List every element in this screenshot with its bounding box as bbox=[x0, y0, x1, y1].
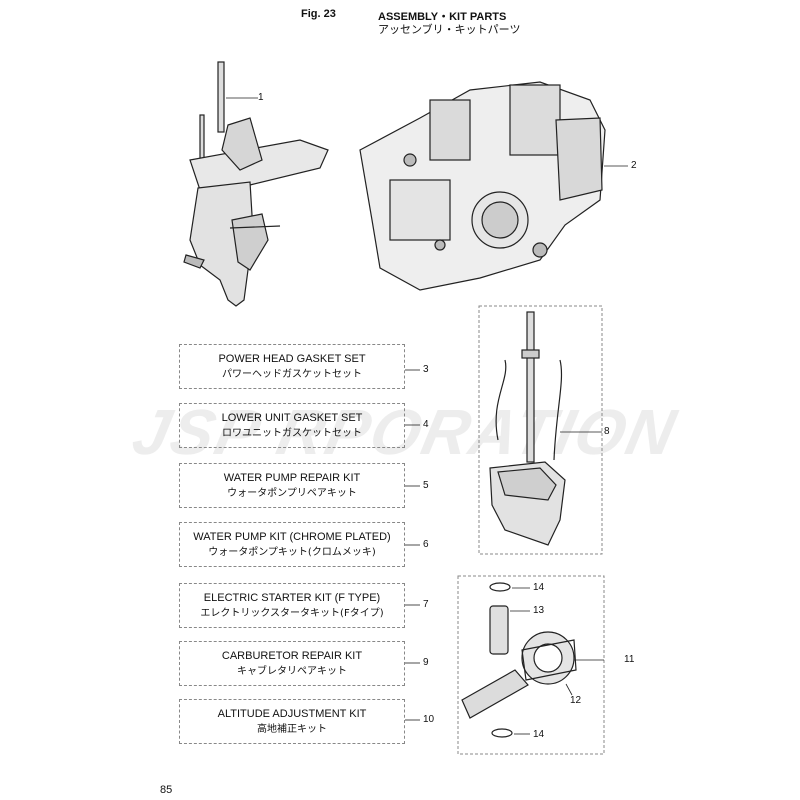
page-number: 85 bbox=[160, 784, 173, 796]
kit-name-en: POWER HEAD GASKET SET bbox=[218, 353, 366, 365]
kit-box-altitude-adjustment: ALTITUDE ADJUSTMENT KIT 高地補正キット bbox=[179, 699, 405, 744]
ref-number: 6 bbox=[423, 539, 429, 550]
callout-13: 13 bbox=[533, 605, 545, 616]
kit-box-water-pump-chrome: WATER PUMP KIT (CHROME PLATED) ウォータポンプキッ… bbox=[179, 522, 405, 567]
kit-box-electric-starter: ELECTRIC STARTER KIT (F TYPE) エレクトリックスター… bbox=[179, 583, 405, 628]
callout-8: 8 bbox=[604, 426, 610, 437]
callout-2: 2 bbox=[631, 160, 637, 171]
kit-name-jp: ウォータポンプキット(クロムメッキ) bbox=[208, 547, 376, 558]
leader-lines-11 bbox=[510, 587, 604, 735]
kit-8-outline bbox=[478, 305, 603, 555]
kit-11-outline bbox=[457, 575, 605, 755]
figure-label: Fig. 23 bbox=[301, 8, 336, 20]
callout-14-top: 14 bbox=[533, 582, 545, 593]
callout-11: 11 bbox=[624, 654, 635, 665]
kit-box-power-head-gasket: POWER HEAD GASKET SET パワーヘッドガスケットセット bbox=[179, 344, 405, 389]
kit-box-lower-unit-gasket: LOWER UNIT GASKET SET ロワユニットガスケットセット bbox=[179, 403, 405, 448]
ref-number: 9 bbox=[423, 657, 429, 668]
kit-name-en: WATER PUMP REPAIR KIT bbox=[223, 472, 361, 484]
lower-unit-drawing bbox=[183, 61, 329, 307]
power-head-drawing bbox=[359, 81, 606, 291]
kit-box-water-pump-repair: WATER PUMP REPAIR KIT ウォータポンプリペアキット bbox=[179, 463, 405, 508]
callout-12: 12 bbox=[570, 695, 582, 706]
kit-box-carburetor-repair: CARBURETOR REPAIR KIT キャブレタリペアキット bbox=[179, 641, 405, 686]
ref-number: 5 bbox=[423, 480, 429, 491]
kit-name-jp: 高地補正キット bbox=[257, 724, 327, 735]
kit-name-en: ELECTRIC STARTER KIT (F TYPE) bbox=[203, 592, 381, 604]
callout-1: 1 bbox=[258, 92, 264, 103]
callout-14-bottom: 14 bbox=[533, 729, 545, 740]
ref-number: 10 bbox=[423, 714, 435, 725]
kit-name-en: WATER PUMP KIT (CHROME PLATED) bbox=[193, 531, 391, 543]
ref-number: 3 bbox=[423, 364, 429, 375]
kit-name-jp: キャブレタリペアキット bbox=[237, 666, 347, 677]
kit-name-jp: パワーヘッドガスケットセット bbox=[222, 369, 362, 380]
starter-kit-drawing bbox=[461, 582, 577, 738]
kit-name-jp: エレクトリックスタータキット(Fタイプ) bbox=[200, 608, 384, 619]
ref-number: 4 bbox=[423, 419, 429, 430]
ref-number: 7 bbox=[423, 599, 429, 610]
kit-name-en: CARBURETOR REPAIR KIT bbox=[221, 650, 363, 662]
kit-leader-lines bbox=[405, 369, 420, 721]
kit-name-jp: ロワユニットガスケットセット bbox=[222, 428, 362, 439]
water-pump-kit-drawing bbox=[489, 311, 566, 546]
page-title-english: ASSEMBLY・KIT PARTS bbox=[378, 11, 507, 23]
page-title-japanese: アッセンブリ・キットパーツ bbox=[378, 23, 521, 36]
kit-name-en: LOWER UNIT GASKET SET bbox=[221, 412, 363, 424]
kit-name-jp: ウォータポンプリペアキット bbox=[227, 488, 357, 499]
kit-name-en: ALTITUDE ADJUSTMENT KIT bbox=[217, 708, 367, 720]
